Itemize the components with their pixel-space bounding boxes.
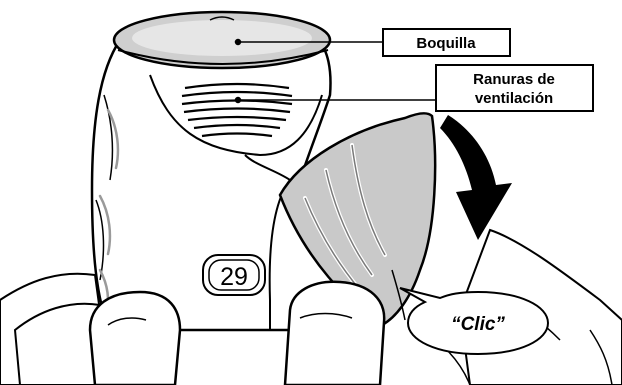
dose-counter: 29 (203, 255, 265, 295)
svg-text:Ranuras de: Ranuras de (473, 71, 555, 88)
mouthpiece-icon (114, 12, 330, 68)
svg-text:Boquilla: Boquilla (416, 35, 476, 52)
label-mouthpiece: Boquilla (383, 29, 510, 56)
rotation-arrow-icon (440, 115, 512, 240)
label-vents: Ranuras de ventilación (436, 65, 593, 111)
click-label: “Clic” (451, 314, 505, 335)
dose-counter-value: 29 (220, 263, 248, 291)
svg-text:ventilación: ventilación (475, 90, 553, 107)
